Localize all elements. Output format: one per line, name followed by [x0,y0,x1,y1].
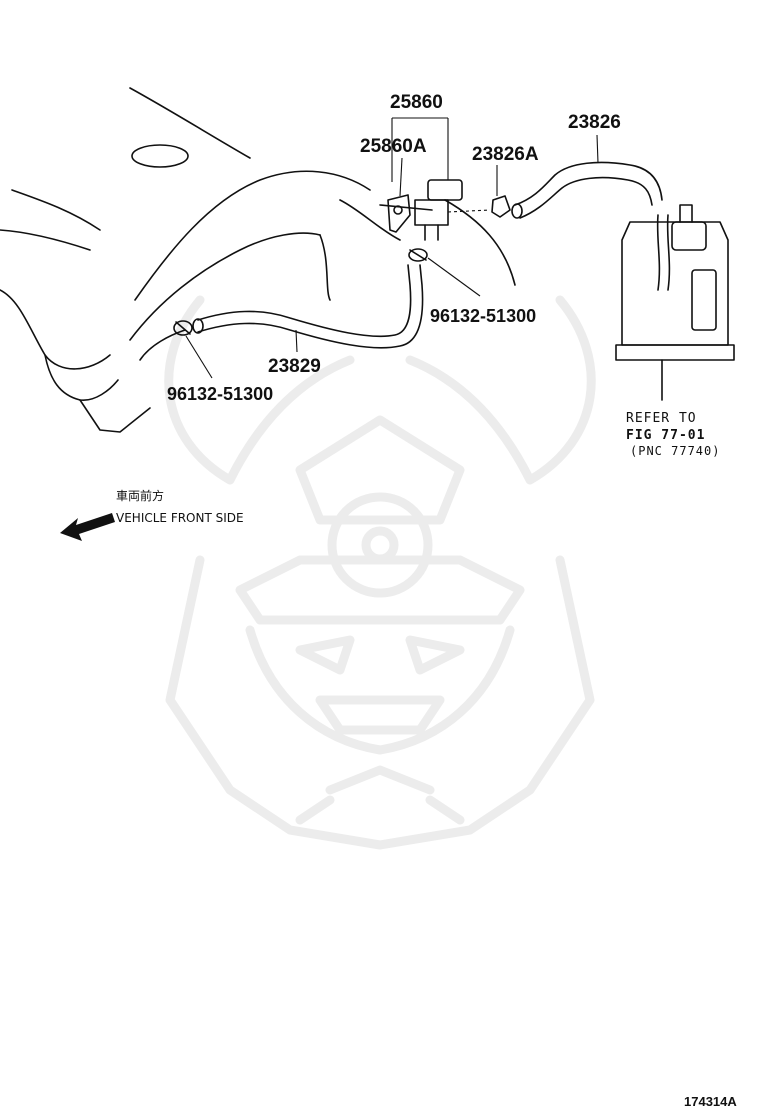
watermark-emblem [164,295,596,850]
label-96132-51300-upper: 96132-51300 [430,306,536,326]
label-96132-51300-lower: 96132-51300 [167,384,273,404]
refer-note-line3: (PNC 77740) [630,444,720,458]
clamp-lower [173,320,193,336]
refer-note: REFER TO FIG 77-01 (PNC 77740) [626,411,720,458]
vehicle-front-indicator: 車両前方 VEHICLE FRONT SIDE [60,488,244,541]
engine-outline [0,87,516,433]
figure-number: 174314A [684,1094,737,1109]
front-arrow-icon [60,513,115,541]
charcoal-canister [615,204,735,401]
label-23826: 23826 [568,112,621,133]
direction-english: VEHICLE FRONT SIDE [116,511,244,525]
label-25860: 25860 [390,92,443,113]
clip-23826A [491,195,511,218]
bracket-25860A [387,194,411,233]
hose-23826 [511,161,663,219]
direction-japanese: 車両前方 [116,488,164,503]
refer-note-line1: REFER TO [626,411,697,426]
clamp-upper [408,248,428,262]
label-23829: 23829 [268,356,321,377]
leader-lines [185,117,599,379]
label-23826A: 23826A [472,144,539,165]
label-25860A: 25860A [360,136,427,157]
hose-23829 [192,264,424,349]
refer-note-line2: FIG 77-01 [626,428,705,443]
